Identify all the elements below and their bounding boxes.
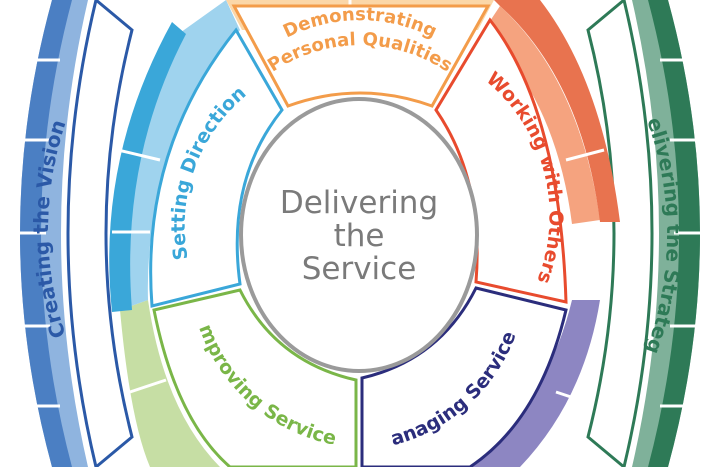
center-title-line1: Delivering [280, 185, 438, 221]
outer-band-creating-the-vision [2, 0, 134, 467]
band-managing [470, 300, 600, 467]
outer-band-delivering-the-strategy [586, 0, 718, 467]
band-improving [120, 300, 220, 467]
center-circle [239, 97, 479, 373]
panel-demonstrating [231, 4, 491, 108]
panel-managing [360, 286, 568, 467]
center-title-line3: Service [302, 251, 417, 287]
band-working-edge [494, 0, 620, 222]
panel-working [434, 17, 568, 304]
band-ticks-left [2, 58, 60, 408]
label-panel-left [66, 0, 134, 467]
segment-panels [149, 4, 568, 467]
band-setting-edge [109, 22, 186, 312]
band-edge-right [648, 0, 700, 467]
band-ticks-right [660, 58, 718, 408]
panel-improving [152, 288, 358, 467]
band-edge-left [20, 0, 72, 467]
center-title-line2: the [334, 218, 385, 254]
panel-setting [149, 27, 284, 308]
